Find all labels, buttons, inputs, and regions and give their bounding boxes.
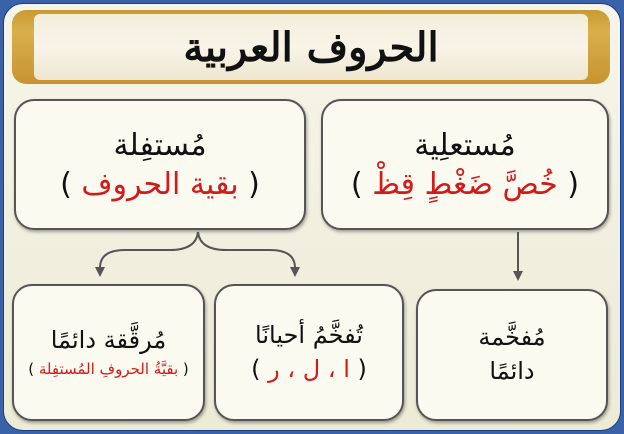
diagram-title: الحروف العربية — [183, 23, 439, 71]
mustafila-label: مُستفِلة — [113, 127, 207, 163]
paren-close: ) — [350, 166, 363, 202]
arrow-to-ahyanan — [197, 231, 300, 277]
box-muraqqaqa: مُرقَّقة دائمًا ( بقيَّةُ الحروفِ المُست… — [12, 284, 205, 421]
title-scroll: الحروف العربية — [34, 14, 588, 80]
ahyanan-label: تُفخَّمُ أحيانًا — [255, 320, 363, 349]
mufakhkhama-daiman: دائمًا — [489, 357, 535, 385]
paren-open: ( — [182, 360, 189, 379]
mustafila-letters: بقية الحروف — [81, 166, 239, 202]
muraqqaqa-label: مُرقَّقة دائمًا — [50, 325, 167, 354]
muraqqaqa-letters-line: ( بقيَّةُ الحروفِ المُستفِلة ) — [28, 357, 189, 381]
paren-close: ) — [251, 354, 261, 383]
paren-close: ) — [60, 166, 72, 202]
ahyanan-letters-line: ( ا ، ل ، ر ) — [251, 353, 367, 387]
mufakhkhama-label: مُفخَّمة — [478, 323, 546, 352]
mustaliya-label: مُستعلِية — [414, 127, 516, 163]
paren-close: ) — [28, 360, 35, 379]
arrow-to-muraqqaqa — [95, 231, 199, 277]
title-banner: الحروف العربية — [12, 10, 610, 84]
paren-open: ( — [357, 354, 367, 383]
box-mustafila: مُستفِلة ( بقية الحروف ) — [14, 99, 306, 230]
mustaliya-letters-line: ( خُصَّ ضَغْطٍ قِظْ ) — [351, 165, 579, 204]
box-tufakhkham-ahyanan: تُفخَّمُ أحيانًا ( ا ، ل ، ر ) — [214, 284, 404, 421]
mustaliya-letters: خُصَّ ضَغْطٍ قِظْ — [372, 166, 558, 202]
muraqqaqa-letters: بقيَّةُ الحروفِ المُستفِلة — [38, 360, 179, 379]
box-mufakhkhama: مُفخَّمة دائمًا — [416, 289, 608, 421]
mustafila-letters-line: ( بقية الحروف ) — [60, 165, 260, 204]
ahyanan-letters: ا ، ل ، ر — [268, 354, 350, 383]
paren-open: ( — [567, 166, 580, 202]
paren-open: ( — [248, 166, 260, 202]
box-mustaliya: مُستعلِية ( خُصَّ ضَغْطٍ قِظْ ) — [321, 99, 609, 230]
